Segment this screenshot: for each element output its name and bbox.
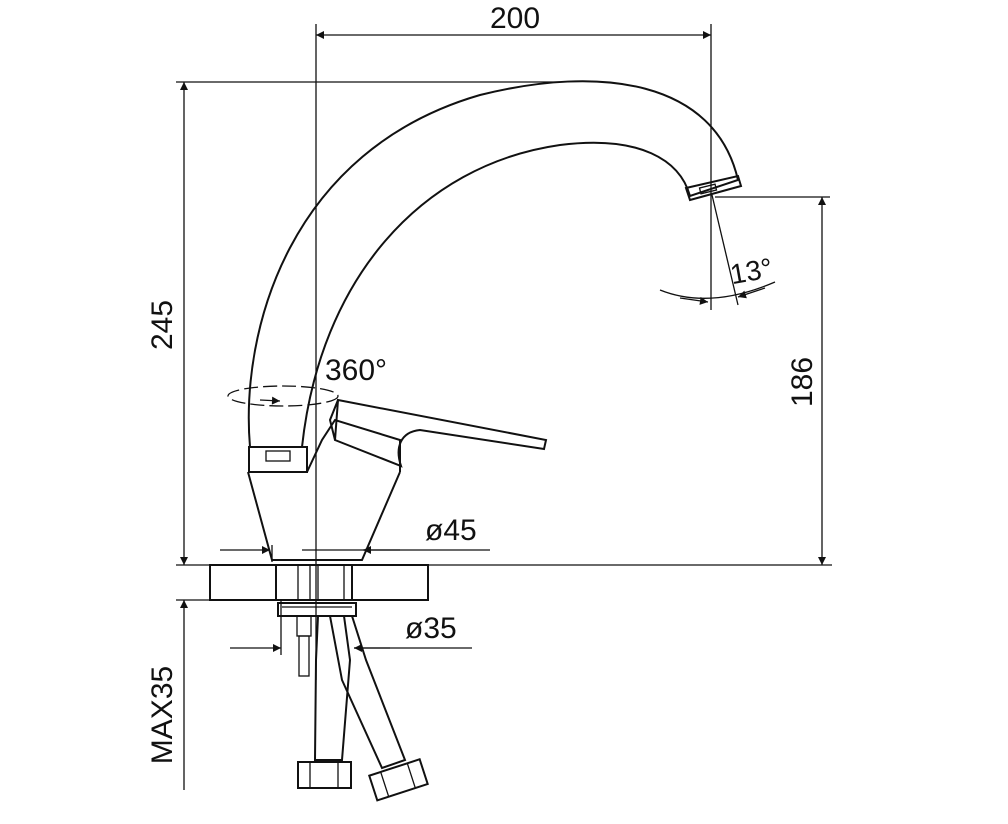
counter-slab-left bbox=[209, 564, 277, 601]
spout-height-label: 186 bbox=[786, 357, 819, 407]
counter-slab-right bbox=[351, 564, 429, 601]
dimension-spout-height: 186 bbox=[715, 196, 830, 565]
outlet-angle-label: 13° bbox=[728, 252, 775, 290]
lever-base bbox=[328, 399, 339, 441]
mounting-nut bbox=[277, 602, 357, 617]
max-thickness-label: MAX35 bbox=[146, 666, 179, 764]
spout-outlet bbox=[684, 174, 743, 202]
rotation-label: 360° bbox=[325, 354, 387, 387]
dimension-shank-diameter: ø35 bbox=[230, 600, 472, 655]
faucet-lever-handle bbox=[328, 398, 548, 468]
mounting-stud bbox=[296, 615, 312, 677]
shank-diameter-label: ø35 bbox=[405, 612, 457, 645]
angle-arc bbox=[659, 281, 776, 299]
rotation-ellipse bbox=[227, 385, 339, 407]
angle-arrow-right-icon bbox=[737, 287, 766, 299]
lever-outline bbox=[333, 398, 548, 468]
spout-outline bbox=[247, 80, 740, 448]
nut-outline bbox=[277, 602, 357, 617]
hose-right bbox=[328, 615, 407, 770]
stud-section bbox=[297, 564, 311, 601]
outlet-angle-indicator: 13° bbox=[659, 194, 776, 310]
rotation-indicator: 360° bbox=[227, 354, 387, 407]
counter-section bbox=[209, 564, 429, 601]
counter-hole bbox=[275, 564, 353, 601]
rotation-arrow-icon bbox=[259, 396, 281, 405]
cartridge-housing bbox=[306, 418, 401, 473]
angle-arrow-left-icon bbox=[679, 296, 709, 305]
collar-slot bbox=[265, 450, 291, 462]
aerator bbox=[698, 183, 718, 195]
hose-nut-left bbox=[297, 761, 352, 789]
dimension-spout-reach: 200 bbox=[315, 2, 712, 680]
angled-flow-line bbox=[711, 194, 739, 306]
faucet-spout bbox=[247, 80, 743, 448]
spout-collar bbox=[248, 446, 308, 473]
body-cone bbox=[247, 471, 401, 561]
stud-head bbox=[296, 615, 312, 637]
faucet-body bbox=[247, 418, 401, 561]
dimension-max-thickness: MAX35 bbox=[146, 599, 210, 790]
base-diameter-label: ø45 bbox=[425, 514, 477, 547]
spout-reach-label: 200 bbox=[490, 2, 540, 35]
hose-section bbox=[317, 564, 345, 601]
supply-hoses bbox=[297, 615, 429, 802]
dimension-total-height: 245 bbox=[146, 81, 560, 565]
hose-nut-right bbox=[367, 758, 429, 802]
total-height-label: 245 bbox=[146, 300, 179, 350]
stud-thread bbox=[298, 635, 310, 677]
